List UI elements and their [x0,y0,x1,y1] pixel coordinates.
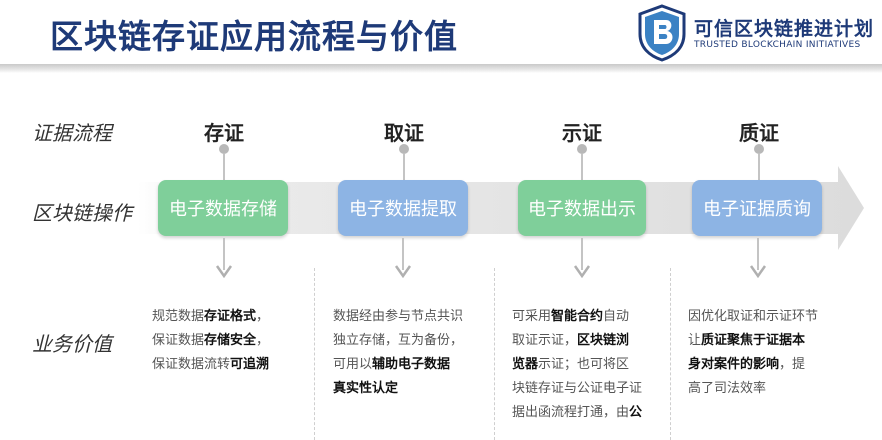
value-run: 让 [688,333,702,348]
row-label-operation: 区块链操作 [32,201,132,225]
value-run: 示证；也可将区 [538,357,630,372]
value-line: 览器示证；也可将区 [512,353,668,377]
value-line: 身对案件的影响，提 [688,353,848,377]
arrow-down-icon-1 [215,238,233,278]
value-emphasis: 质证聚焦于证据本 [701,333,806,348]
connector-dot-1 [219,144,229,180]
value-run: 块链存证与公证电子证 [512,381,643,396]
value-line: 让质证聚焦于证据本 [688,329,848,353]
stage-label-retrieve: 取证 [384,121,424,145]
value-run: 据出函流程打通，由 [512,405,630,420]
value-emphasis: 公 [629,405,643,420]
b-shield-logo-icon [638,4,686,62]
connector-dot-4 [754,144,764,180]
value-run: 高了司法效率 [688,381,767,396]
value-line: 保证数据流转可追溯 [152,353,312,377]
value-text-present: 可采用智能合约自动取证示证，区块链浏览器示证；也可将区块链存证与公证电子证据出函… [512,305,668,425]
op-box-crossexamine: 电子证据质询 [692,180,822,236]
value-emphasis: 智能合约 [551,309,604,324]
row-label-value: 业务价值 [32,332,112,356]
value-emphasis: 可追溯 [230,357,270,372]
value-emphasis: 区块链浏 [577,333,630,348]
value-line: 可采用智能合约自动 [512,305,668,329]
value-run: 因优化取证和示证环节 [688,309,819,324]
arrow-down-icon-2 [394,238,412,278]
value-run: 取证示证， [512,333,578,348]
logo-name: 可信区块链推进计划 [694,18,875,40]
connector-dot-3 [577,144,587,180]
value-emphasis: 存证格式 [204,309,257,324]
value-line: 保证数据存储安全， [152,329,312,353]
value-run: ， [256,333,270,348]
value-line: 因优化取证和示证环节 [688,305,848,329]
value-line: 据出函流程打通，由公 [512,401,668,425]
value-run: ，提 [779,357,806,372]
column-divider [494,268,495,440]
value-emphasis: 存储安全 [204,333,257,348]
value-line: 取证示证，区块链浏 [512,329,668,353]
op-box-store: 电子数据存储 [158,180,288,236]
stage-label-store: 存证 [204,121,244,145]
value-run: 保证数据 [152,333,205,348]
op-box-retrieve: 电子数据提取 [338,180,468,236]
value-run: 可用以 [333,357,373,372]
value-emphasis: 览器 [512,357,539,372]
stage-label-present: 示证 [562,121,602,145]
connector-dot-2 [399,144,409,180]
value-emphasis: 辅助电子数据 [372,357,451,372]
logo: 可信区块链推进计划 TRUSTED BLOCKCHAIN INITIATIVES [636,4,876,62]
value-line: 块链存证与公证电子证 [512,377,668,401]
value-emphasis: 真实性认定 [333,381,399,396]
header-rule [0,64,882,73]
value-text-store: 规范数据存证格式，保证数据存储安全，保证数据流转可追溯 [152,305,312,377]
value-text-crossexamine: 因优化取证和示证环节让质证聚焦于证据本身对案件的影响，提高了司法效率 [688,305,848,401]
arrow-down-icon-3 [573,238,591,278]
value-run: 自动 [603,309,630,324]
value-run: ， [256,309,270,324]
value-line: 高了司法效率 [688,377,848,401]
column-divider [670,268,671,440]
arrow-down-icon-4 [749,238,767,278]
value-run: 数据经由参与节点共识 [333,309,464,324]
value-run: 独立存储，互为备份， [333,333,464,348]
row-label-process: 证据流程 [32,121,112,145]
logo-english-name: TRUSTED BLOCKCHAIN INITIATIVES [694,40,861,50]
stage-label-crossexamine: 质证 [739,121,779,145]
value-emphasis: 身对案件的影响 [688,357,780,372]
value-line: 真实性认定 [333,377,493,401]
value-line: 独立存储，互为备份， [333,329,493,353]
value-line: 数据经由参与节点共识 [333,305,493,329]
value-line: 规范数据存证格式， [152,305,312,329]
value-run: 保证数据流转 [152,357,231,372]
value-run: 规范数据 [152,309,205,324]
value-run: 可采用 [512,309,552,324]
op-box-present: 电子数据出示 [518,180,646,236]
value-line: 可用以辅助电子数据 [333,353,493,377]
column-divider [314,268,315,440]
page-title: 区块链存证应用流程与价值 [50,17,458,56]
value-text-retrieve: 数据经由参与节点共识独立存储，互为备份， 可用以辅助电子数据真实性认定 [333,305,493,401]
